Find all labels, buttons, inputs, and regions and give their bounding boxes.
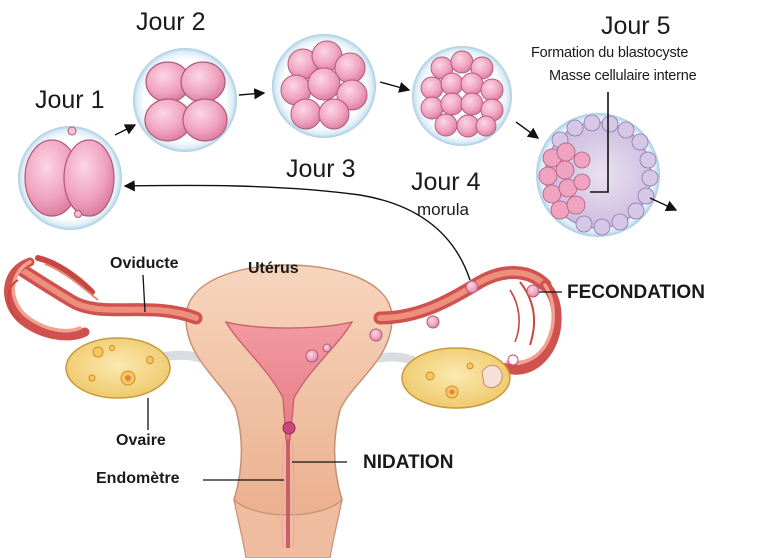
label-day5: Jour 5 [601, 12, 670, 41]
embryo-day3 [272, 34, 376, 138]
embryo-day1 [18, 126, 122, 230]
label-day3: Jour 3 [286, 155, 355, 184]
label-uterus: Utérus [248, 260, 299, 278]
label-inner-cell-mass: Masse cellulaire interne [549, 68, 697, 84]
label-day4-morula: morula [417, 200, 469, 220]
label-implantation: NIDATION [363, 452, 453, 474]
label-day2: Jour 2 [136, 8, 205, 37]
label-ovary: Ovaire [116, 432, 166, 450]
label-fertilization: FECONDATION [567, 282, 705, 304]
embryo-day2 [133, 48, 237, 152]
embryo-day5 [536, 92, 660, 237]
label-blastocyst-formation: Formation du blastocyste [531, 45, 688, 61]
label-day1: Jour 1 [35, 86, 104, 115]
label-oviduct: Oviducte [110, 255, 178, 273]
uterus-group [8, 258, 556, 558]
label-day4: Jour 4 [411, 168, 480, 197]
label-endometrium: Endomètre [96, 470, 180, 488]
embryo-day4 [412, 46, 512, 146]
